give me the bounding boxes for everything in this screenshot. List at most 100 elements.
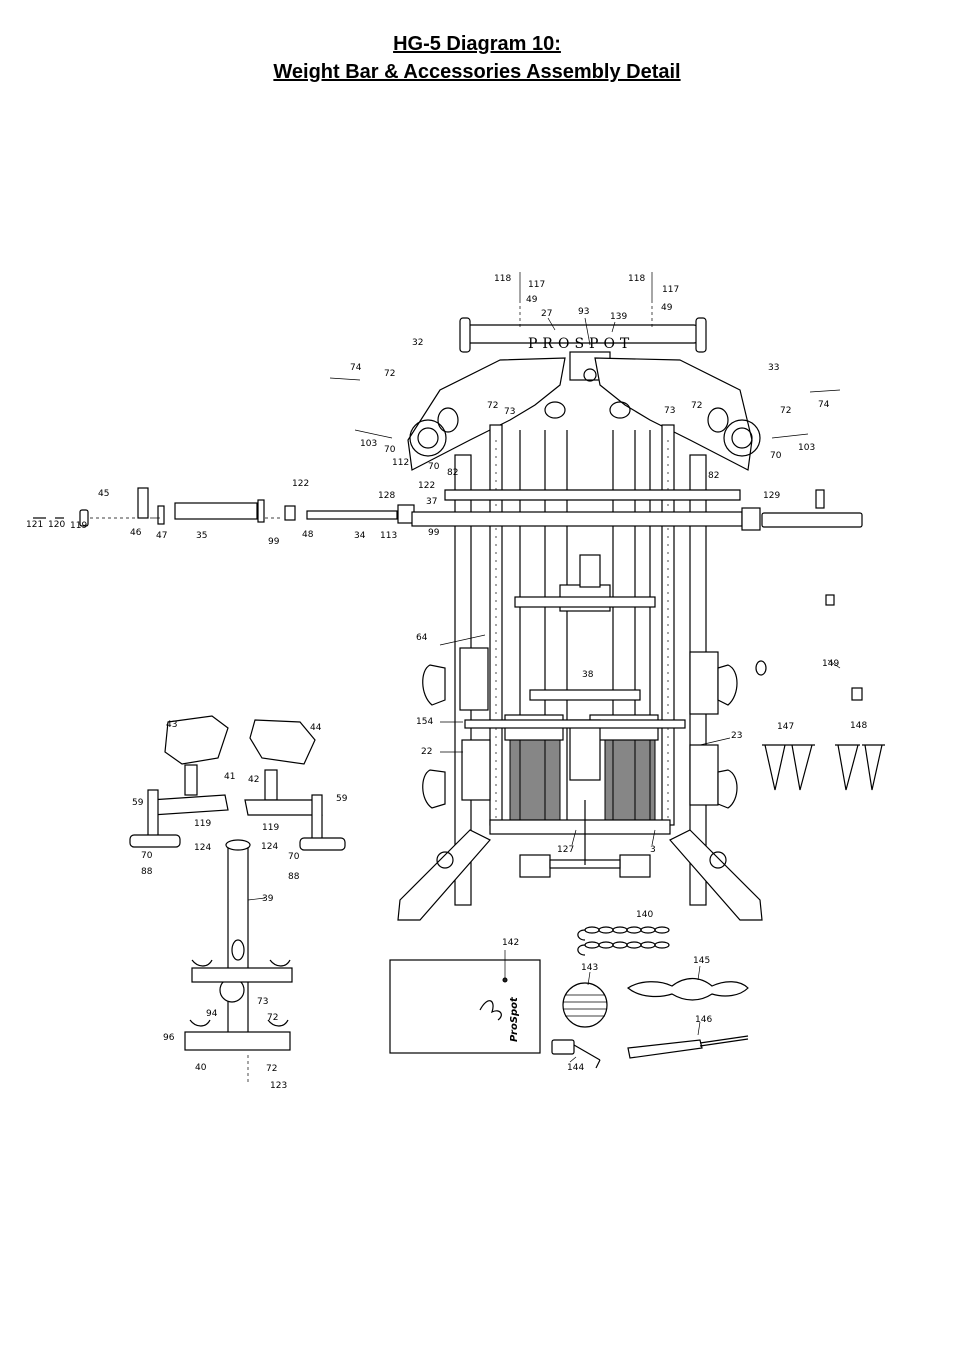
part-label: 96 (163, 1033, 175, 1043)
part-label: 35 (196, 531, 207, 541)
pop-pin-left (422, 664, 446, 706)
part-label: 23 (731, 731, 742, 741)
part-label: 74 (350, 363, 362, 373)
part-label: 47 (156, 531, 167, 541)
part-label: 145 (693, 956, 710, 966)
part-label: 88 (141, 867, 153, 877)
weight-bar-assembly (33, 487, 863, 531)
part-label: 147 (777, 722, 794, 732)
part-label: 49 (661, 303, 673, 313)
part-label: 59 (132, 798, 144, 808)
part-label: 103 (360, 439, 377, 449)
preacher-attachment (129, 715, 346, 1051)
curl-bar-149 (755, 594, 863, 701)
part-label: 46 (130, 528, 142, 538)
title-block: HG-5 Diagram 10: Weight Bar & Accessorie… (0, 30, 954, 86)
part-label: 146 (695, 1015, 712, 1025)
part-label: 124 (261, 842, 278, 852)
part-label: 41 (224, 772, 235, 782)
part-label: 154 (416, 717, 433, 727)
part-label: 140 (636, 910, 653, 920)
part-label: 3 (650, 845, 656, 855)
part-label: 148 (850, 721, 867, 731)
part-label: 43 (166, 720, 177, 730)
part-label: 121 (26, 520, 43, 530)
part-labels: 118 117 49 118 117 49 93 27 139 32 33 74… (26, 274, 867, 1091)
part-label: 33 (768, 363, 779, 373)
part-label: 143 (581, 963, 598, 973)
part-label: 118 (494, 274, 511, 284)
part-label: 72 (691, 401, 702, 411)
left-pulley-plate (407, 357, 566, 471)
part-label: 70 (428, 462, 440, 472)
part-label: 70 (770, 451, 782, 461)
part-label: 119 (194, 819, 211, 829)
pulley-left (409, 419, 447, 457)
upright-39 (227, 844, 249, 1046)
part-label: 49 (526, 295, 538, 305)
part-label: 149 (822, 659, 839, 669)
part-label: 119 (262, 823, 279, 833)
part-label: 73 (504, 407, 515, 417)
foot-block-left (519, 854, 551, 878)
part-label: 32 (412, 338, 423, 348)
part-label: 93 (578, 307, 589, 317)
frame-brand-logo: PROSPOT (528, 336, 634, 352)
manual-142 (389, 959, 541, 1054)
part-label: 122 (292, 479, 309, 489)
part-label: 39 (262, 894, 274, 904)
part-label: 120 (48, 520, 65, 530)
pad-43 (164, 715, 229, 765)
ball-143 (562, 982, 608, 1028)
part-label: 88 (288, 872, 300, 882)
machine-frame: PROSPOT (397, 317, 763, 921)
part-label: 72 (267, 1013, 278, 1023)
crossbar-cap-left (459, 317, 471, 353)
part-label: 118 (628, 274, 645, 284)
part-label: 82 (708, 471, 719, 481)
part-label: 48 (302, 530, 314, 540)
part-label: 72 (384, 369, 395, 379)
handles (762, 744, 885, 791)
carriage-left (459, 647, 489, 711)
base-leg-left (397, 829, 491, 921)
bar-sleeve-35 (174, 502, 258, 520)
part-label: 45 (98, 489, 109, 499)
part-label: 99 (268, 537, 280, 547)
part-label: 73 (664, 406, 675, 416)
part-label: 128 (378, 491, 395, 501)
part-label: 142 (502, 938, 519, 948)
manual-brand-logo: ProSpot (509, 996, 520, 1042)
accessories: ProSpot (389, 926, 749, 1069)
weight-bar-sleeve-right (761, 512, 863, 528)
part-label: 127 (557, 845, 574, 855)
part-label: 113 (380, 531, 397, 541)
part-label: 70 (384, 445, 396, 455)
rod-146 (627, 1035, 749, 1059)
part-label: 103 (798, 443, 815, 453)
part-label: 94 (206, 1009, 218, 1019)
base-40 (184, 1031, 291, 1051)
part-label: 22 (421, 747, 432, 757)
weight-bar-main (411, 511, 743, 527)
part-label: 40 (195, 1063, 207, 1073)
foot-block-right (619, 854, 651, 878)
part-label: 37 (426, 497, 437, 507)
part-label: 42 (248, 775, 259, 785)
part-label: 72 (780, 406, 791, 416)
part-label: 70 (288, 852, 300, 862)
part-label: 74 (818, 400, 830, 410)
part-label: 73 (257, 997, 268, 1007)
part-label: 117 (662, 285, 679, 295)
pop-pin-right (717, 664, 738, 706)
part-label: 129 (763, 491, 780, 501)
part-label: 27 (541, 309, 552, 319)
part-label: 124 (194, 843, 211, 853)
part-label: 70 (141, 851, 153, 861)
bar-shaft-34 (306, 510, 398, 520)
part-label: 59 (336, 794, 348, 804)
pulley-right (723, 419, 761, 457)
part-label: 119 (70, 521, 87, 531)
strap-145 (626, 977, 749, 1001)
